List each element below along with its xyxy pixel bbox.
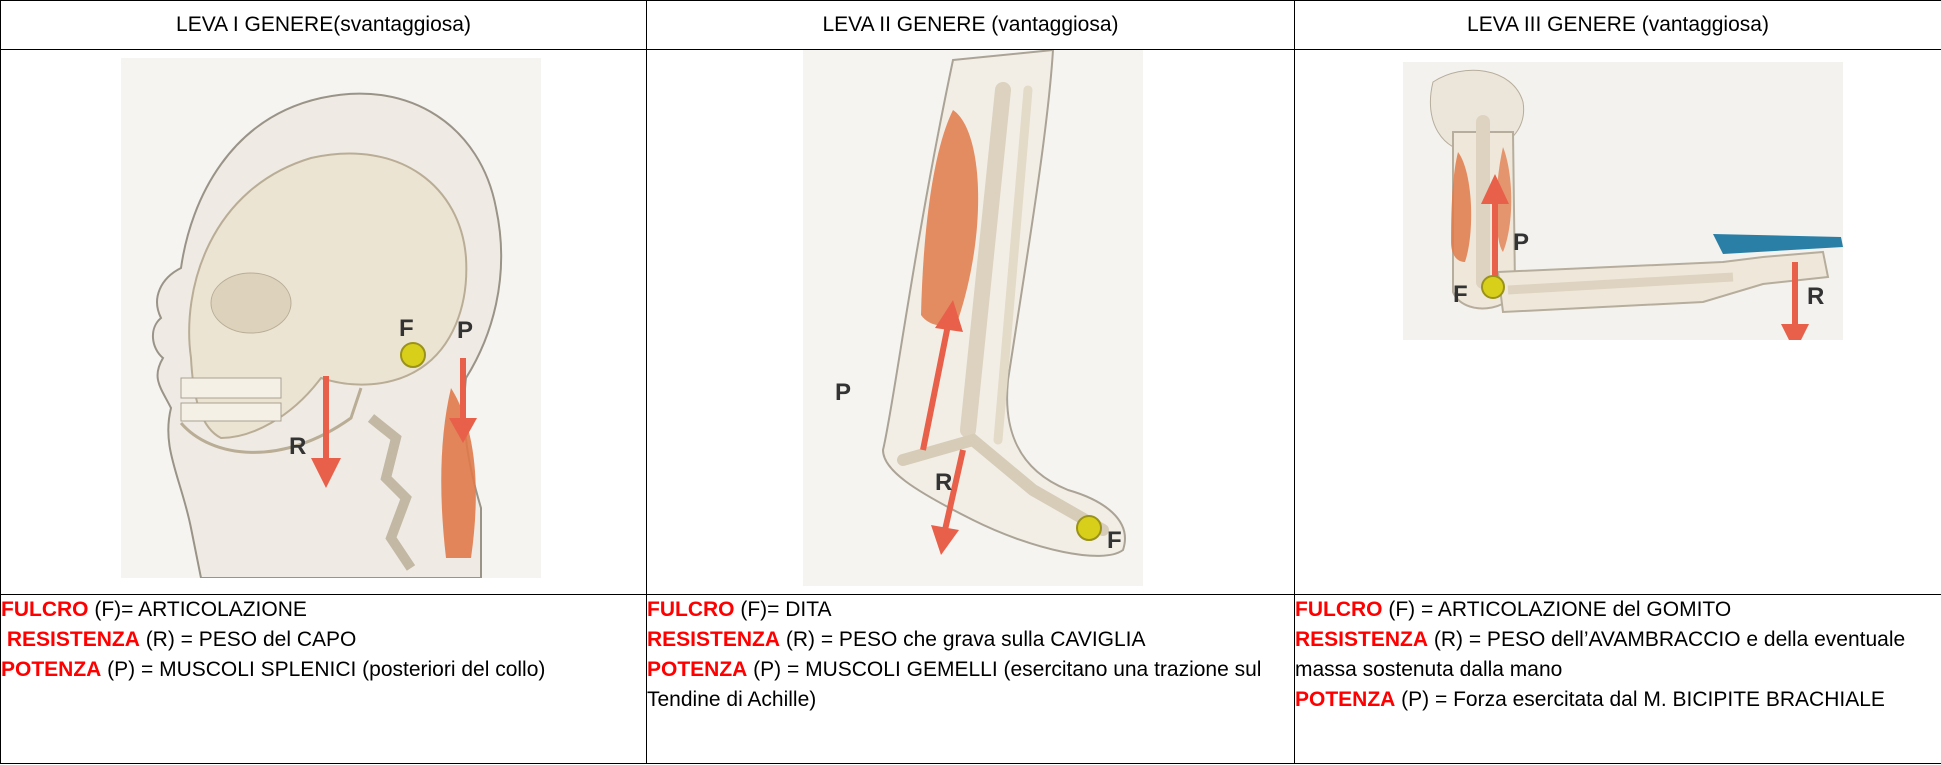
text-resistenza: (R) = PESO del CAPO bbox=[140, 628, 356, 651]
text-resistenza: (R) = PESO che grava sulla CAVIGLIA bbox=[780, 628, 1146, 651]
line-potenza-3: POTENZA (P) = Forza esercitata dal M. BI… bbox=[1295, 685, 1941, 715]
text-fulcro: (F)= DITA bbox=[735, 598, 832, 621]
label-power-1: P bbox=[457, 317, 473, 344]
figure-cell-lever-3: P F R bbox=[1295, 50, 1941, 595]
leg-lever-illustration: P R F bbox=[803, 50, 1143, 586]
line-potenza-2: POTENZA (P) = MUSCOLI GEMELLI (esercitan… bbox=[647, 655, 1294, 715]
label-power-3: P bbox=[1513, 229, 1529, 256]
label-resistance-3: R bbox=[1807, 283, 1824, 310]
label-fulcrum-3: F bbox=[1453, 281, 1468, 308]
text-fulcro: (F)= ARTICOLAZIONE bbox=[89, 598, 307, 621]
figure-row: F P R bbox=[1, 50, 1941, 595]
keyword-potenza: POTENZA bbox=[1295, 688, 1395, 711]
description-lever-2: FULCRO (F)= DITA RESISTENZA (R) = PESO c… bbox=[647, 595, 1295, 764]
line-fulcro-2: FULCRO (F)= DITA bbox=[647, 595, 1294, 625]
arm-lever-illustration: P F R bbox=[1403, 62, 1843, 340]
description-lever-3: FULCRO (F) = ARTICOLAZIONE del GOMITO RE… bbox=[1295, 595, 1941, 764]
keyword-fulcro: FULCRO bbox=[1295, 598, 1383, 621]
line-resistenza-1: RESISTENZA (R) = PESO del CAPO bbox=[1, 625, 646, 655]
header-row: LEVA I GENERE(svantaggiosa) LEVA II GENE… bbox=[1, 1, 1941, 50]
line-fulcro-1: FULCRO (F)= ARTICOLAZIONE bbox=[1, 595, 646, 625]
keyword-potenza: POTENZA bbox=[647, 658, 747, 681]
label-power-2: P bbox=[835, 379, 851, 406]
keyword-resistenza: RESISTENZA bbox=[7, 628, 140, 651]
header-lever-3: LEVA III GENERE (vantaggiosa) bbox=[1295, 1, 1941, 50]
line-resistenza-2: RESISTENZA (R) = PESO che grava sulla CA… bbox=[647, 625, 1294, 655]
keyword-resistenza: RESISTENZA bbox=[647, 628, 780, 651]
text-potenza: (P) = MUSCOLI SPLENICI (posteriori del c… bbox=[101, 658, 545, 681]
header-lever-1: LEVA I GENERE(svantaggiosa) bbox=[1, 1, 647, 50]
label-resistance-2: R bbox=[935, 469, 952, 496]
line-fulcro-3: FULCRO (F) = ARTICOLAZIONE del GOMITO bbox=[1295, 595, 1941, 625]
description-lever-1: FULCRO (F)= ARTICOLAZIONE RESISTENZA (R)… bbox=[1, 595, 647, 764]
figure-cell-lever-1: F P R bbox=[1, 50, 647, 595]
keyword-fulcro: FULCRO bbox=[647, 598, 735, 621]
keyword-resistenza: RESISTENZA bbox=[1295, 628, 1428, 651]
keyword-fulcro: FULCRO bbox=[1, 598, 89, 621]
text-fulcro: (F) = ARTICOLAZIONE del GOMITO bbox=[1383, 598, 1732, 621]
keyword-potenza: POTENZA bbox=[1, 658, 101, 681]
line-potenza-1: POTENZA (P) = MUSCOLI SPLENICI (posterio… bbox=[1, 655, 646, 685]
text-potenza: (P) = Forza esercitata dal M. BICIPITE B… bbox=[1395, 688, 1885, 711]
label-resistance-1: R bbox=[289, 433, 306, 460]
description-row: FULCRO (F)= ARTICOLAZIONE RESISTENZA (R)… bbox=[1, 595, 1941, 764]
head-lever-illustration: F P R bbox=[121, 58, 541, 578]
figure-cell-lever-2: P R F bbox=[647, 50, 1295, 595]
header-lever-2: LEVA II GENERE (vantaggiosa) bbox=[647, 1, 1295, 50]
label-fulcrum-2: F bbox=[1107, 527, 1122, 554]
line-resistenza-3: RESISTENZA (R) = PESO dell’AVAMBRACCIO e… bbox=[1295, 625, 1941, 685]
label-fulcrum-1: F bbox=[399, 315, 414, 342]
